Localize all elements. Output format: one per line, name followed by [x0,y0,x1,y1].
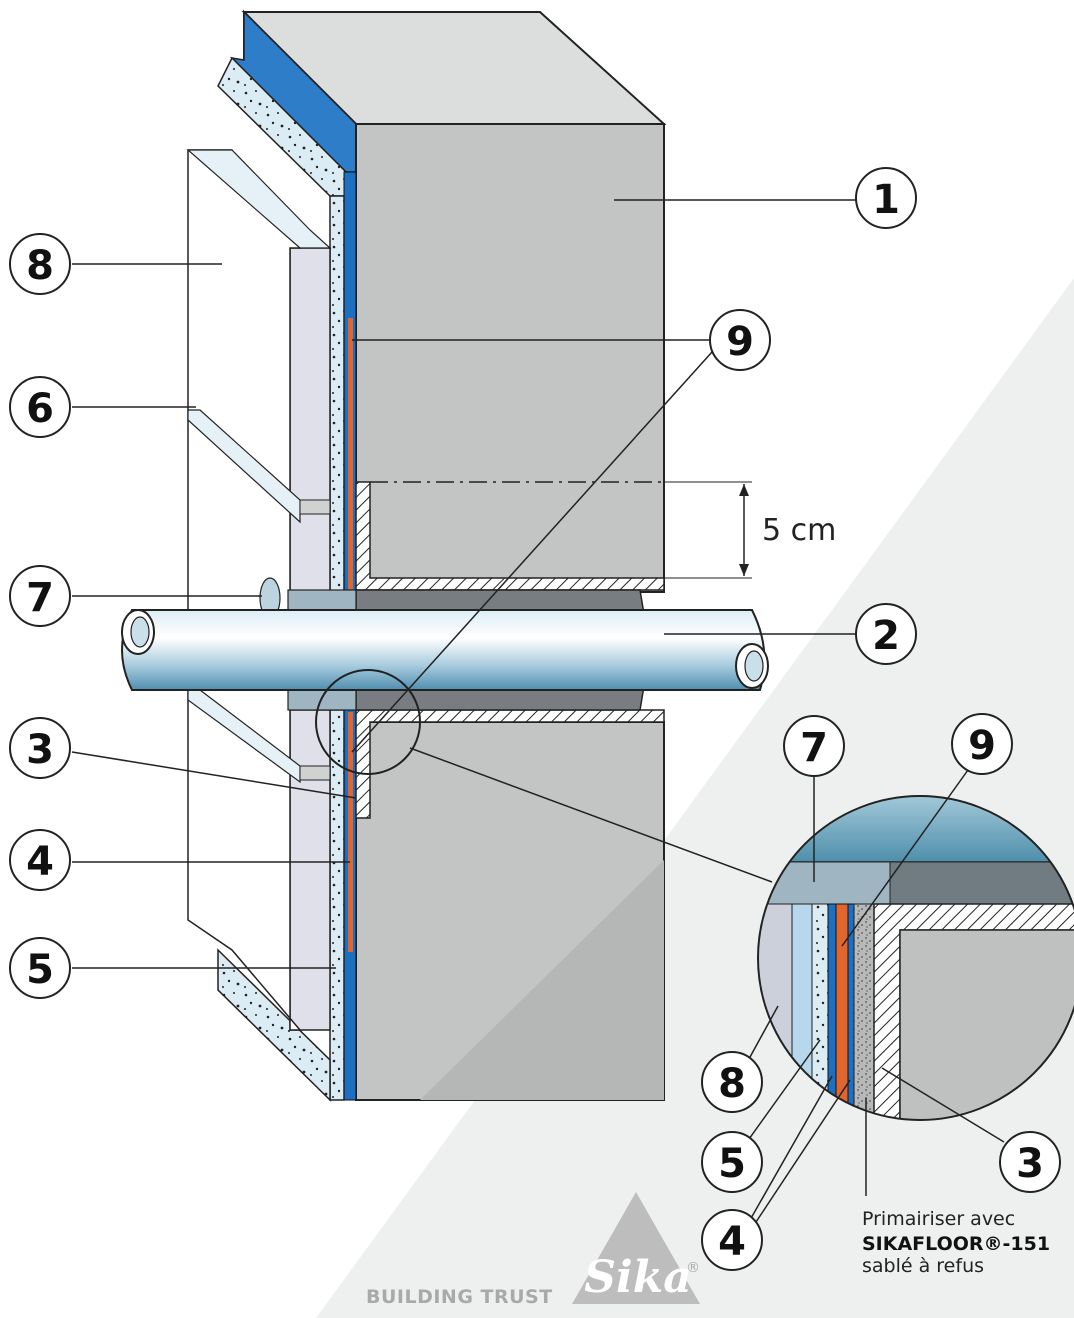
svg-text:5: 5 [718,1141,746,1187]
primer-note-line2: SIKAFLOOR®-151 [862,1233,1050,1255]
svg-text:8: 8 [718,1061,746,1107]
svg-text:1: 1 [872,177,900,223]
svg-text:3: 3 [1016,1141,1044,1187]
svg-text:2: 2 [872,613,900,659]
magnifier-connector-top [409,747,773,883]
brand-tagline: BUILDING TRUST [366,1286,553,1308]
svg-text:9: 9 [968,723,996,769]
svg-text:5: 5 [26,947,54,993]
callout-4: 4 [9,829,71,891]
detail-callout-5: 5 [701,1131,763,1193]
detail-circle-outline [757,795,1074,1121]
pipe-end-right-inner [744,650,764,682]
detail-leader-9 [841,769,969,947]
callout-6: 6 [9,376,71,438]
protection-board-lower [289,709,331,1031]
detail-leader-3 [881,1067,1005,1143]
detail-callout-8: 8 [701,1051,763,1113]
angle-profile-lower [355,709,665,819]
svg-text:8: 8 [26,243,54,289]
svg-text:6: 6 [26,386,54,432]
detail-leader-4b [755,1079,851,1223]
callout-2: 2 [855,603,917,665]
leader-3 [71,751,357,799]
orange-band-lower [348,712,353,952]
concrete-wall-upper [355,123,665,593]
detail-view [758,796,1074,1120]
brand-logo-triangle [572,1192,700,1304]
panel-joint-lower [299,765,331,781]
concrete-lower-shadow [420,860,664,1100]
svg-text:4: 4 [718,1219,746,1265]
detail-callout-7: 7 [783,715,845,777]
brand-registered: ® [686,1260,700,1276]
primer-note-line3: sablé à refus [862,1255,984,1277]
detail-callout-9: 9 [951,713,1013,775]
orange-band-upper [348,318,353,590]
svg-text:7: 7 [26,575,54,621]
protection-board-upper [289,247,331,593]
brand-logo: Sika [584,1252,692,1303]
magnifier-circle [315,669,421,775]
dimension-label: 5 cm [762,513,836,548]
insulation-board-lower [329,709,345,1101]
drainage-panel-bevel-top [186,149,332,249]
dimension-arrow-top [739,484,749,496]
svg-text:4: 4 [26,839,54,885]
callout-5: 5 [9,937,71,999]
svg-text:9: 9 [726,319,754,365]
leader-9b [351,351,713,753]
dimension-arrow-bottom [739,564,749,576]
callout-1: 1 [855,167,917,229]
callout-3: 3 [9,717,71,779]
detail-leader-5 [743,1039,821,1147]
pipe-end-left-inner [130,616,150,648]
callout-7: 7 [9,565,71,627]
svg-text:3: 3 [26,727,54,773]
callout-8: 8 [9,233,71,295]
primer-note-line1: Primairiser avec [862,1208,1015,1230]
detail-leader-4a [749,1075,833,1221]
drainage-panel [187,149,302,1031]
detail-callout-3: 3 [999,1131,1061,1193]
svg-text:7: 7 [800,725,828,771]
insulation-board-upper [329,195,345,593]
detail-callout-4: 4 [701,1209,763,1271]
callout-9: 9 [709,309,771,371]
panel-joint-upper [299,499,331,515]
